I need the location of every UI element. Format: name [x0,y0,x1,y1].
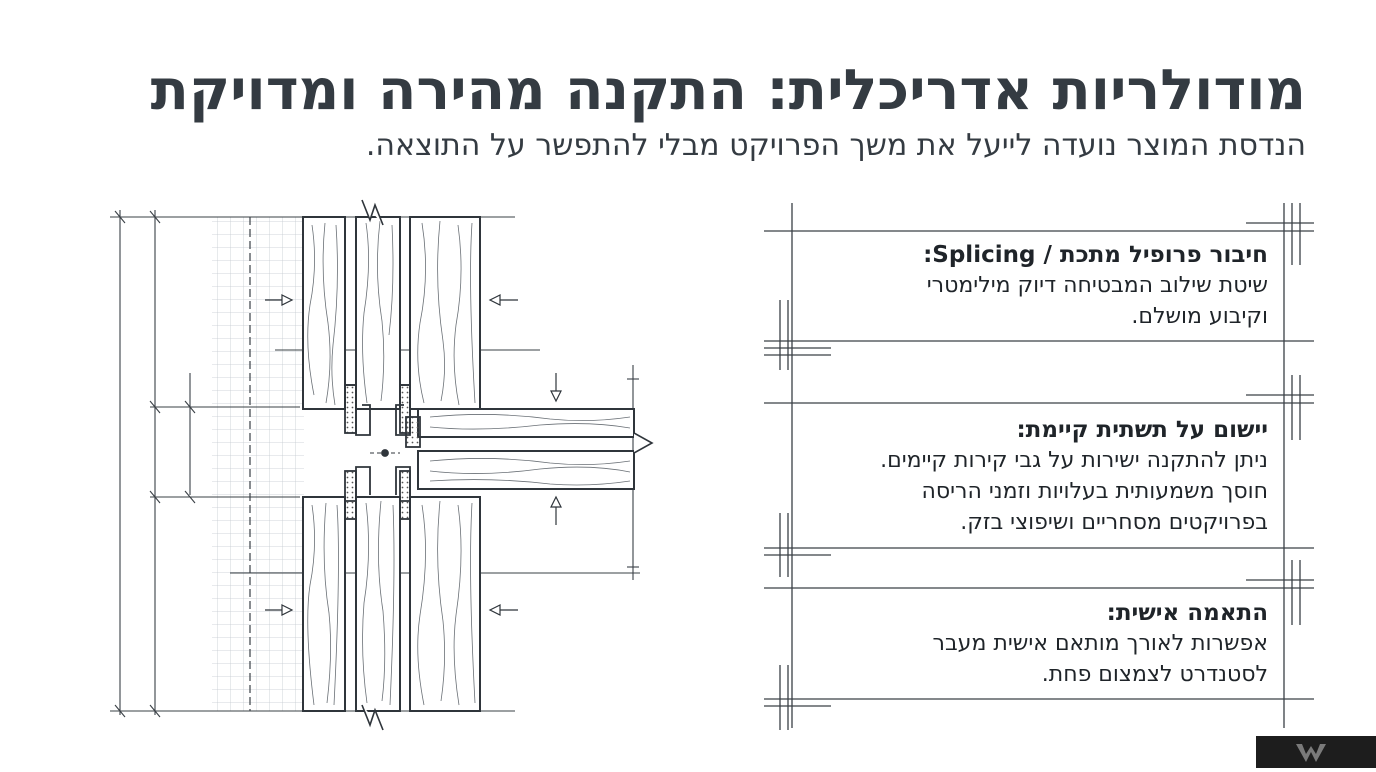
feature-card-splicing: חיבור פרופיל מתכת / Splicing: שיטת שילוב… [828,240,1268,332]
card-title: חיבור פרופיל מתכת / Splicing: [923,242,1268,268]
panel-break-marks [361,199,654,731]
page-subtitle: הנדסת המוצר נועדה לייעל את משך הפרויקט מ… [365,128,1306,163]
feature-card-customization: התאמה אישית: אפשרות לאורך מותאם אישית מע… [828,598,1268,690]
page-title: מודולריות אדריכלית: התקנה מהירה ומדויקת [150,58,1306,123]
wood-panels [302,216,635,712]
metal-splice-profile [344,384,421,520]
card-line: חוסך משמעותית בעלויות וזמני הריסה [921,479,1268,504]
card-line: שיטת שילוב המבטיחה דיוק מילימטרי [926,273,1268,298]
technical-section-drawing [110,199,654,731]
card-title: יישום על תשתית קיימת: [1016,417,1268,443]
card-line: לסטנדרט לצמצום פחת. [1041,662,1268,687]
brand-logo-icon [1296,744,1326,762]
direction-arrows [265,294,562,616]
card-line: וקיבוע מושלם. [1131,304,1268,329]
card-title: התאמה אישית: [1106,600,1268,626]
wood-grain [307,220,631,706]
card-line: בפרויקטים מסחריים ושיפוצי בזק. [960,510,1268,535]
brand-logo [1256,736,1376,768]
card-body: ניתן להתקנה ישירות על גבי קירות קיימים. … [828,445,1268,538]
card-body: שיטת שילוב המבטיחה דיוק מילימטרי וקיבוע … [828,270,1268,332]
grid-backing [212,217,304,711]
feature-card-existing-surface: יישום על תשתית קיימת: ניתן להתקנה ישירות… [828,415,1268,538]
card-line: ניתן להתקנה ישירות על גבי קירות קיימים. [880,448,1268,473]
card-line: אפשרות לאורך מותאם אישית מעבר [932,631,1268,656]
card-body: אפשרות לאורך מותאם אישית מעבר לסטנדרט לצ… [828,628,1268,690]
card-frame-lines [764,203,1314,730]
